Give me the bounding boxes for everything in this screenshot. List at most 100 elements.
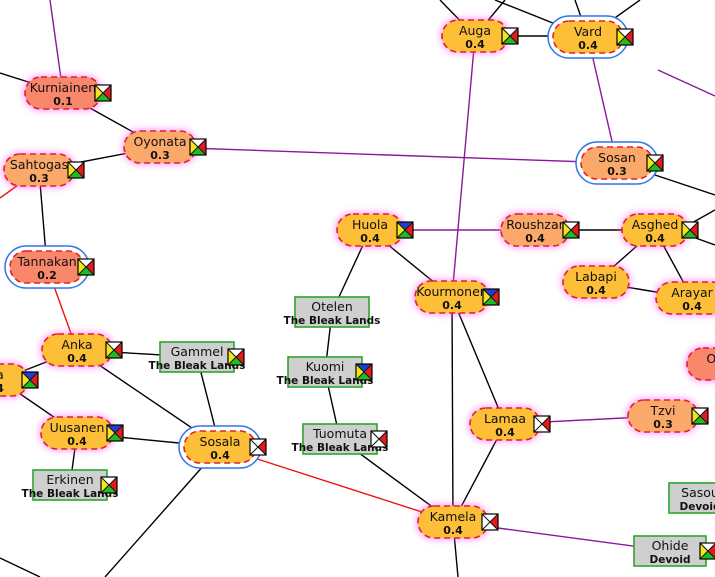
node-name: Kurniainen xyxy=(30,80,96,95)
settlement-pill xyxy=(686,347,715,381)
node-value: 0.2 xyxy=(37,269,57,282)
flag-icon[interactable] xyxy=(616,28,634,46)
flag-icon[interactable] xyxy=(106,424,124,442)
node-value: 0.1 xyxy=(53,95,73,108)
flag-icon[interactable] xyxy=(681,221,699,239)
node-name: Sosan xyxy=(598,150,636,165)
territory-owner: The Bleak Lands xyxy=(149,360,246,372)
settlement-pill xyxy=(414,280,490,314)
link-auga-kourmonen xyxy=(451,35,476,298)
flag-icon[interactable] xyxy=(562,221,580,239)
territory-owner: The Bleak Lands xyxy=(22,488,119,500)
territory-box xyxy=(32,469,108,501)
flag-icon[interactable] xyxy=(646,154,664,172)
flag-icon[interactable] xyxy=(482,288,500,306)
settlement-pill xyxy=(441,19,509,53)
node-name: Tuomuta xyxy=(312,426,367,441)
node-edge-west[interactable]: a4 xyxy=(0,362,39,398)
settlement-pill xyxy=(24,76,102,110)
node-value: 0.4 xyxy=(67,435,87,448)
node-name: Erkinen xyxy=(46,472,93,487)
flag-icon[interactable] xyxy=(105,341,123,359)
node-value: 0.3 xyxy=(653,418,673,431)
flag-icon[interactable] xyxy=(699,542,715,560)
node-sasou[interactable]: SasouDevoid xyxy=(668,482,715,514)
link-oyonata-sosan xyxy=(159,146,618,164)
flag-icon[interactable] xyxy=(67,161,85,179)
flag-icon[interactable] xyxy=(370,430,388,448)
node-value: 0.4 xyxy=(442,299,462,312)
flag-icon[interactable] xyxy=(100,476,118,494)
node-name: Uusanen xyxy=(50,420,105,435)
node-value: 0.4 xyxy=(682,300,702,313)
flag-icon[interactable] xyxy=(355,363,373,381)
node-name: Huola xyxy=(352,217,388,232)
settlement-pill xyxy=(0,363,29,397)
node-value: 0.4 xyxy=(360,232,380,245)
flag-icon[interactable] xyxy=(77,258,95,276)
territory-box xyxy=(294,296,370,328)
flag-icon[interactable] xyxy=(691,407,709,425)
territory-box xyxy=(302,423,378,455)
flag-icon[interactable] xyxy=(396,221,414,239)
node-value: 0.4 xyxy=(67,352,87,365)
flag-icon[interactable] xyxy=(481,513,499,531)
node-oy-east[interactable]: Oy xyxy=(685,346,715,382)
settlement-pill xyxy=(562,265,630,299)
node-name: Gammel xyxy=(171,344,224,359)
settlement-pill xyxy=(9,250,85,284)
offscreen-link-line xyxy=(0,557,41,577)
node-name: Anka xyxy=(61,337,92,352)
territory-owner: The Bleak Lands xyxy=(277,375,374,387)
node-value: 0.3 xyxy=(607,165,627,178)
node-value: 0.3 xyxy=(29,172,49,185)
territory-box xyxy=(159,341,235,373)
territory-box xyxy=(633,535,707,567)
node-name: Labapi xyxy=(575,269,617,284)
territory-owner: Devoid xyxy=(679,501,715,513)
node-value: 0.4 xyxy=(525,232,545,245)
node-name: Vard xyxy=(574,24,602,39)
flag-icon[interactable] xyxy=(94,84,112,102)
node-name: Kamela xyxy=(430,509,477,524)
settlement-pill xyxy=(621,213,689,247)
flag-icon[interactable] xyxy=(227,348,245,366)
settlement-pill xyxy=(336,213,404,247)
flag-icon[interactable] xyxy=(21,371,39,389)
node-name: Sosala xyxy=(200,434,241,449)
settlement-pill xyxy=(655,281,715,315)
flag-icon[interactable] xyxy=(501,27,519,45)
node-name: Lamaa xyxy=(484,411,526,426)
flag-icon[interactable] xyxy=(189,138,207,156)
map-nodes: Auga0.4Vard0.4Kurniainen0.1Oyonata0.3Sah… xyxy=(0,15,715,567)
node-name: Oy xyxy=(706,351,715,366)
flag-icon[interactable] xyxy=(533,415,551,433)
flag-icon[interactable] xyxy=(249,438,267,456)
